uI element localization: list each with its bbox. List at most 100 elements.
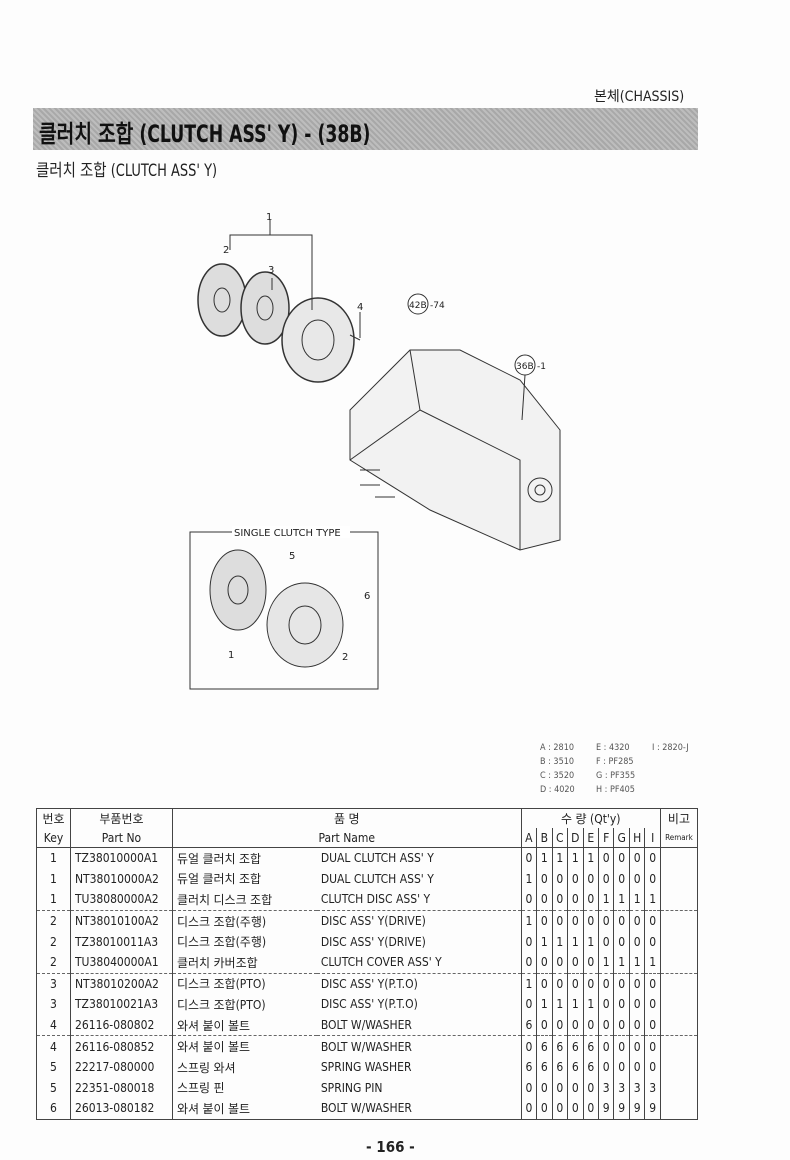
remark bbox=[659, 1056, 698, 1078]
qty: 0 bbox=[628, 972, 645, 995]
qty: 0 bbox=[551, 972, 568, 995]
qty: 0 bbox=[628, 1056, 645, 1078]
qty: 6 bbox=[567, 1056, 584, 1078]
qty: 9 bbox=[613, 1098, 630, 1120]
title-bar: 클러치 조합 (CLUTCH ASS' Y) - (38B) bbox=[33, 108, 698, 150]
qty: 1 bbox=[520, 909, 537, 932]
qty: 0 bbox=[613, 972, 630, 995]
remark bbox=[659, 994, 698, 1015]
qty: 0 bbox=[520, 1077, 537, 1099]
qty: 6 bbox=[520, 1056, 537, 1078]
qty: 6 bbox=[536, 1056, 553, 1078]
qty: 0 bbox=[551, 1098, 568, 1120]
qty: 3 bbox=[628, 1077, 645, 1099]
col-e: E bbox=[582, 828, 599, 848]
key: 2 bbox=[36, 931, 71, 952]
remark bbox=[659, 972, 698, 995]
name-kr: 듀얼 클러치 조합 bbox=[171, 868, 317, 890]
name-kr: 듀얼 클러치 조합 bbox=[171, 847, 317, 869]
name-en: DISC ASS' Y(DRIVE) bbox=[320, 934, 426, 949]
svg-text:-74: -74 bbox=[430, 301, 445, 311]
qty: 0 bbox=[520, 1098, 537, 1120]
qty: 1 bbox=[582, 847, 599, 869]
qty: 1 bbox=[597, 951, 614, 974]
qty: 0 bbox=[597, 972, 614, 995]
part-number: NT38010200A2 bbox=[69, 972, 173, 995]
qty: 1 bbox=[551, 994, 568, 1015]
key: 1 bbox=[36, 889, 71, 911]
qty: 1 bbox=[582, 931, 599, 952]
qty: 6 bbox=[551, 1056, 568, 1078]
part-number: TZ38010011A3 bbox=[69, 931, 173, 952]
part-number: TZ38010000A1 bbox=[69, 847, 173, 869]
qty: 3 bbox=[613, 1077, 630, 1099]
key: 1 bbox=[36, 868, 71, 890]
qty: 1 bbox=[644, 951, 661, 974]
qty: 1 bbox=[628, 889, 645, 911]
qty: 1 bbox=[628, 951, 645, 974]
qty: 1 bbox=[567, 847, 584, 869]
name-en: BOLT W/WASHER bbox=[316, 1035, 522, 1057]
qty: 0 bbox=[551, 889, 568, 911]
part-number: 26116-080802 bbox=[69, 1014, 173, 1036]
part-number: TU38080000A2 bbox=[69, 889, 173, 911]
qty: 0 bbox=[613, 909, 630, 932]
single-clutch-inset: SINGLE CLUTCH TYPE bbox=[189, 526, 379, 690]
qty: 1 bbox=[536, 847, 553, 869]
svg-text:2: 2 bbox=[223, 245, 229, 256]
qty: 0 bbox=[597, 931, 614, 952]
key: 5 bbox=[36, 1056, 71, 1078]
qty: 0 bbox=[582, 951, 599, 974]
qty: 0 bbox=[536, 1014, 553, 1036]
name-en: DISC ASS' Y(DRIVE) bbox=[316, 909, 522, 932]
qty: 9 bbox=[597, 1098, 614, 1120]
qty: 0 bbox=[551, 868, 568, 890]
subtitle: 클러치 조합 (CLUTCH ASS' Y) bbox=[36, 161, 218, 181]
qty: 0 bbox=[567, 951, 584, 974]
qty: 0 bbox=[567, 889, 584, 911]
qty: 0 bbox=[613, 931, 630, 952]
remark bbox=[659, 1014, 698, 1036]
qty: 0 bbox=[613, 847, 630, 869]
qty: 6 bbox=[536, 1035, 553, 1057]
qty: 1 bbox=[613, 951, 630, 974]
qty: 0 bbox=[567, 1014, 584, 1036]
name-en: DISC ASS' Y(P.T.O) bbox=[316, 972, 522, 995]
qty: 1 bbox=[520, 972, 537, 995]
part-number: TZ38010021A3 bbox=[69, 994, 173, 1015]
name-kr: 스프링 핀 bbox=[171, 1077, 317, 1099]
qty: 0 bbox=[597, 1014, 614, 1036]
name-kr: 디스크 조합(주행) bbox=[171, 909, 317, 932]
qty: 0 bbox=[536, 1098, 553, 1120]
qty: 1 bbox=[536, 994, 553, 1015]
qty: 9 bbox=[628, 1098, 645, 1120]
svg-text:1: 1 bbox=[266, 212, 272, 223]
qty: 6 bbox=[551, 1035, 568, 1057]
qty: 0 bbox=[582, 909, 599, 932]
name-en: SPRING PIN bbox=[320, 1080, 383, 1095]
qty: 0 bbox=[644, 847, 661, 869]
qty: 1 bbox=[536, 931, 553, 952]
qty: 0 bbox=[536, 868, 553, 890]
header-partno: Part No bbox=[69, 828, 173, 848]
svg-text:1: 1 bbox=[228, 650, 234, 661]
qty: 0 bbox=[597, 1056, 614, 1078]
qty: 0 bbox=[644, 1056, 661, 1078]
key: 2 bbox=[36, 951, 71, 974]
svg-text:5: 5 bbox=[289, 551, 295, 562]
qty: 0 bbox=[644, 931, 661, 952]
qty: 0 bbox=[597, 847, 614, 869]
header-remark: Remark bbox=[659, 828, 698, 848]
qty: 0 bbox=[613, 1056, 630, 1078]
qty: 0 bbox=[613, 1014, 630, 1036]
svg-text:3: 3 bbox=[268, 265, 274, 276]
qty: 0 bbox=[613, 868, 630, 890]
qty: 0 bbox=[520, 931, 537, 952]
